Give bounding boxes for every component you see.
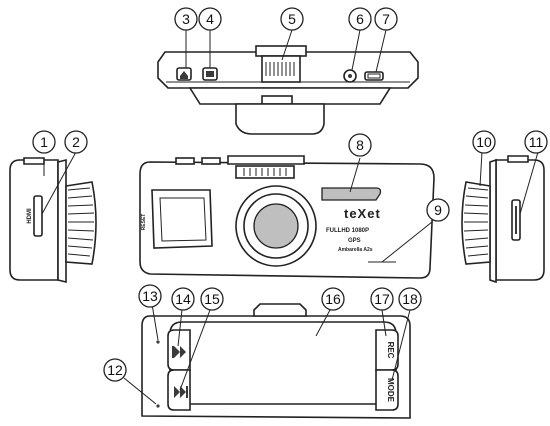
- right-side-view: [461, 155, 545, 284]
- callout-5: 5: [280, 7, 304, 31]
- callout-9-number: 9: [434, 202, 442, 218]
- next-button[interactable]: [167, 369, 191, 411]
- lens-grip-right: [463, 187, 489, 257]
- callout-18: 18: [398, 287, 422, 311]
- spec-text-1: FULLHD 1080P: [326, 228, 369, 234]
- callout-6-number: 6: [356, 11, 364, 27]
- front-mount-slot: [235, 165, 295, 179]
- spec-text-3: Ambarella A2s: [338, 247, 373, 253]
- callout-13-number: 13: [142, 288, 158, 304]
- spec-text-2: GPS: [348, 238, 361, 244]
- callout-2-number: 2: [72, 134, 80, 150]
- callout-2: 2: [64, 130, 88, 154]
- callout-4: 4: [198, 7, 222, 31]
- lens-ring-right: [461, 181, 491, 265]
- left-top-bump: [23, 157, 45, 165]
- lens-barrel-top: [235, 103, 325, 135]
- front-top-button-2[interactable]: [201, 157, 221, 165]
- callout-1-number: 1: [40, 134, 48, 150]
- reset-label: RESET: [141, 214, 147, 231]
- callout-12-number: 12: [107, 362, 123, 378]
- callout-15: 15: [200, 287, 224, 311]
- main-lens-glass: [253, 203, 299, 249]
- lens-grip-left: [67, 187, 95, 257]
- callout-17: 17: [370, 287, 394, 311]
- callout-11: 11: [524, 130, 548, 154]
- lens-ring-side: [65, 181, 97, 265]
- callout-3: 3: [174, 7, 198, 31]
- left-side-view: HDMI: [9, 157, 97, 284]
- callout-16: 16: [321, 287, 345, 311]
- top-mount-base: [255, 45, 307, 57]
- top-view: [157, 45, 419, 135]
- callout-11-number: 11: [529, 134, 544, 150]
- right-top-bump: [507, 155, 529, 163]
- callout-lines: [41, 29, 539, 405]
- callout-10-number: 10: [476, 134, 492, 150]
- front-top-button-1[interactable]: [175, 157, 195, 165]
- callout-4-number: 4: [206, 11, 214, 27]
- front-view: RESET teXet FULLHD 1080P GPS Ambarella A…: [139, 155, 435, 279]
- top-mount-grip: [265, 62, 295, 76]
- callout-14-number: 14: [175, 291, 191, 307]
- callout-9: 9: [426, 198, 450, 222]
- back-view: REC MODE: [141, 303, 411, 419]
- hdmi-label: HDMI: [27, 208, 33, 224]
- front-mount-grip: [243, 168, 287, 176]
- top-small-tab: [261, 95, 293, 105]
- callout-7: 7: [374, 7, 398, 31]
- display-screen: [169, 321, 397, 405]
- callout-14: 14: [171, 287, 195, 311]
- callout-6: 6: [348, 7, 372, 31]
- callout-8: 8: [348, 133, 372, 157]
- indicator-led-1: [156, 340, 160, 344]
- callout-12: 12: [103, 358, 127, 382]
- front-sticker: [321, 187, 382, 201]
- callout-13: 13: [138, 284, 162, 308]
- indicator-led-2: [156, 404, 160, 408]
- callout-5-number: 5: [288, 11, 296, 27]
- callout-18-number: 18: [402, 291, 418, 307]
- callout-10: 10: [472, 130, 496, 154]
- callout-15-number: 15: [204, 291, 220, 307]
- callout-3-number: 3: [182, 11, 190, 27]
- brand-logo: teXet: [344, 206, 381, 221]
- hdmi-port[interactable]: [33, 195, 43, 237]
- rec-label: REC: [386, 342, 395, 359]
- mode-label: MODE: [386, 378, 395, 403]
- back-mount: [253, 303, 307, 317]
- callout-1: 1: [32, 130, 56, 154]
- front-mount-base: [227, 155, 305, 165]
- callout-17-number: 17: [374, 291, 390, 307]
- callout-8-number: 8: [356, 137, 364, 153]
- callout-16-number: 16: [325, 291, 341, 307]
- callout-7-number: 7: [382, 11, 390, 27]
- front-sensor-block: [151, 189, 213, 249]
